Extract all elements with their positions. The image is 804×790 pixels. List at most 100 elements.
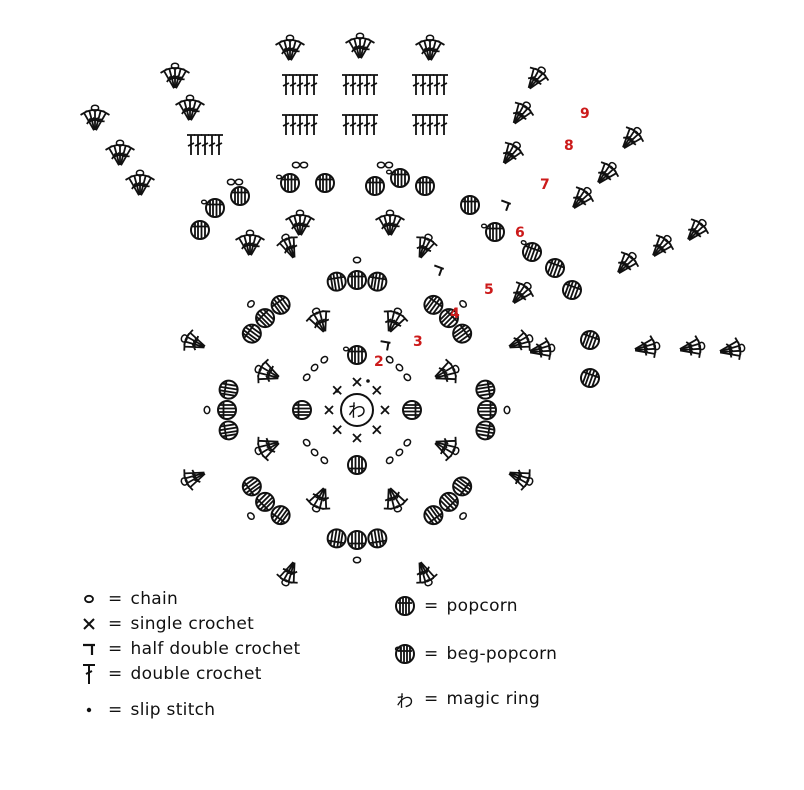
popcorn-icon: [348, 456, 366, 474]
double-crochet-icon: [282, 115, 290, 135]
chain-icon: [385, 355, 394, 364]
half-double-crochet-icon: [379, 341, 390, 351]
double-crochet-icon: [426, 75, 434, 95]
popcorn-icon: [191, 221, 209, 239]
half-double-crochet-icon: [78, 641, 100, 657]
legend-label-magic-ring: magic ring: [447, 689, 541, 709]
beg-popcorn-icon: [482, 223, 504, 241]
chain-icon: [385, 162, 392, 168]
chain-icon: [254, 447, 262, 456]
legend-item-double-crochet: = double crochet: [78, 662, 262, 686]
popcorn-icon: [252, 489, 277, 514]
double-crochet-icon: [289, 115, 297, 135]
beg-popcorn-icon: [516, 239, 543, 264]
popcorn-icon: [478, 401, 496, 419]
chain-icon: [504, 406, 510, 413]
chain-icon: [628, 251, 637, 260]
chain-icon: [300, 162, 307, 168]
popcorn-icon: [436, 489, 461, 514]
round-number-7: 7: [540, 177, 550, 193]
double-crochet-icon: [289, 75, 297, 95]
double-crochet-icon: [215, 135, 223, 155]
chain-icon: [395, 363, 404, 372]
double-crochet-icon: [296, 75, 304, 95]
popcorn-icon: [475, 420, 496, 441]
popcorn-icon: [403, 401, 421, 419]
round-number-8: 8: [564, 138, 574, 154]
legend-label-double-crochet: double crochet: [131, 664, 262, 684]
double-crochet-icon: [349, 115, 357, 135]
popcorn-icon: [348, 531, 366, 549]
magic-ring-center: わ: [341, 394, 373, 426]
chain-icon: [403, 373, 412, 382]
stitch-layer: [81, 33, 746, 587]
legend-label-beg-popcorn: beg-popcorn: [447, 644, 558, 664]
chain-icon: [292, 162, 299, 168]
double-crochet-icon: [187, 135, 195, 155]
chain-icon: [377, 162, 384, 168]
legend-item-chain: = chain: [78, 587, 178, 611]
popcorn-icon: [348, 271, 366, 289]
double-crochet-icon: [370, 75, 378, 95]
chain-icon: [537, 66, 546, 75]
popcorn-icon: [475, 379, 496, 400]
double-crochet-icon: [310, 115, 318, 135]
double-crochet-icon: [433, 75, 441, 95]
chain-icon: [698, 218, 707, 227]
single-crochet-icon: [381, 406, 389, 414]
double-crochet-icon: [78, 663, 100, 685]
chain-icon: [385, 456, 394, 465]
chain-icon: [310, 448, 319, 457]
popcorn-icon: [366, 177, 384, 195]
popcorn-icon: [231, 187, 249, 205]
round-number-9: 9: [580, 106, 590, 122]
round-number-layer: 2 3 4 5 6 7 8 9: [374, 106, 590, 370]
beg-popcorn-icon: [202, 199, 224, 217]
popcorn-icon: [367, 271, 388, 292]
chain-icon: [459, 299, 468, 308]
double-crochet-icon: [440, 75, 448, 95]
double-crochet-icon: [419, 115, 427, 135]
popcorn-icon: [293, 401, 311, 419]
chain-icon: [608, 161, 617, 170]
legend-item-popcorn: = popcorn: [394, 594, 518, 618]
legend-item-beg-popcorn: = beg-popcorn: [394, 642, 557, 666]
popcorn-icon: [326, 528, 347, 549]
popcorn-icon: [578, 366, 601, 389]
double-crochet-icon: [356, 115, 364, 135]
double-crochet-icon: [412, 75, 420, 95]
single-crochet-icon: [353, 378, 361, 386]
round-number-6: 6: [515, 225, 525, 241]
chain-icon: [246, 512, 255, 521]
magic-ring-icon: わ: [394, 687, 416, 712]
slip-stitch-icon: [78, 705, 100, 715]
chain-icon: [523, 281, 532, 290]
chain-icon: [227, 179, 234, 185]
chain-icon: [310, 363, 319, 372]
double-crochet-icon: [194, 135, 202, 155]
chain-icon: [403, 438, 412, 447]
chain-icon: [353, 557, 360, 563]
legend-label-slip-stitch: slip stitch: [131, 700, 216, 720]
chain-icon: [459, 512, 468, 521]
double-crochet-icon: [208, 135, 216, 155]
popcorn-icon: [367, 528, 388, 549]
slip-stitch-icon: [366, 379, 370, 383]
double-crochet-icon: [363, 75, 371, 95]
double-crochet-icon: [282, 75, 290, 95]
single-crochet-icon: [325, 406, 333, 414]
single-crochet-icon: [78, 617, 100, 631]
beg-popcorn-icon: [277, 174, 299, 192]
chain-icon: [254, 365, 262, 374]
double-crochet-icon: [419, 75, 427, 95]
chain-icon: [246, 299, 255, 308]
chain-icon: [204, 406, 210, 413]
double-crochet-icon: [296, 115, 304, 135]
chain-icon: [633, 126, 642, 135]
half-double-crochet-icon: [432, 265, 444, 276]
popcorn-icon: [560, 278, 583, 301]
double-crochet-icon: [440, 115, 448, 135]
double-crochet-icon: [342, 115, 350, 135]
legend-label-popcorn: popcorn: [447, 596, 518, 616]
chain-icon: [302, 373, 311, 382]
